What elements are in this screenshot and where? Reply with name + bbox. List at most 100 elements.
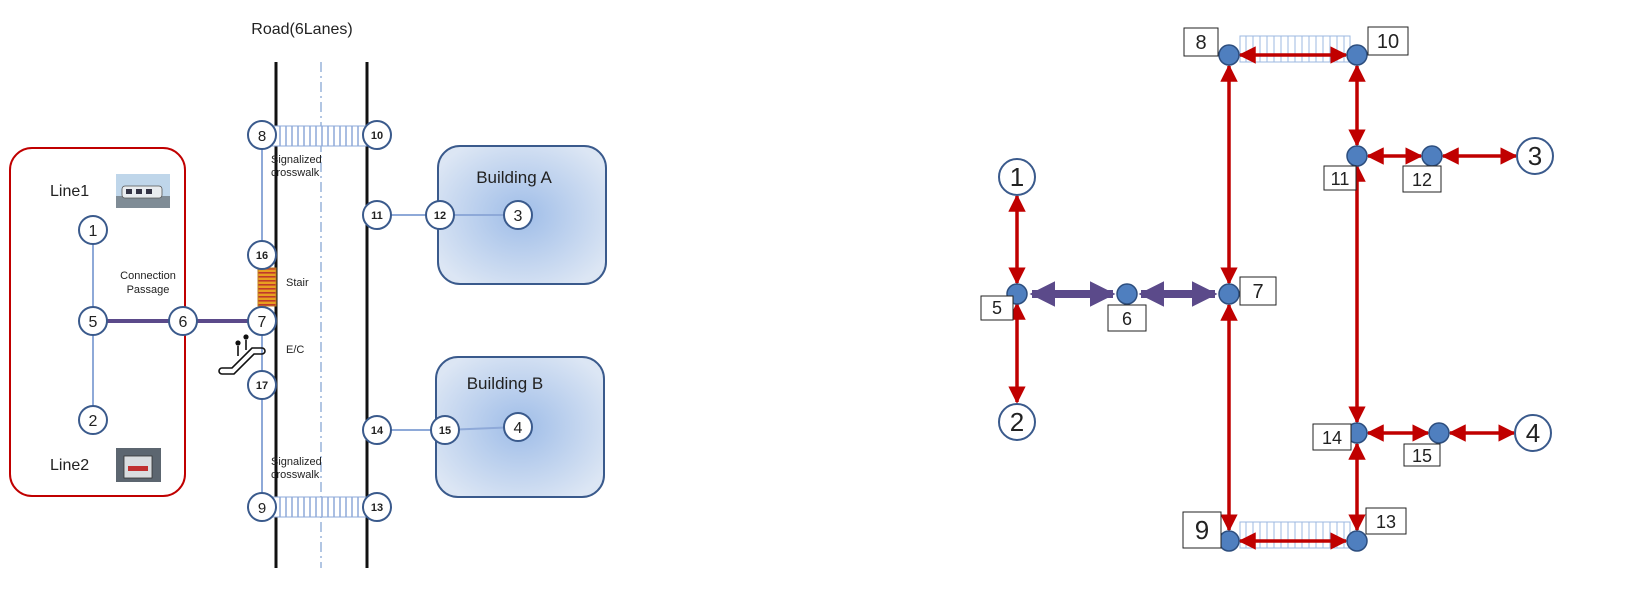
stair-label: Stair: [286, 277, 309, 289]
terminal-node-4-label: 4: [1526, 418, 1540, 448]
box-5-label: 5: [992, 298, 1002, 318]
signal-top-2: crosswalk: [271, 167, 320, 179]
node-2-label: 2: [89, 413, 98, 430]
node-11-label: 11: [371, 210, 383, 222]
node-16: [247, 240, 277, 270]
dot-node-10: [1346, 44, 1368, 66]
signal-bottom-2: crosswalk: [271, 469, 320, 481]
box-8: [1183, 27, 1219, 57]
right-diagram: 1 2 3 4 5 6 7 8 10 11 12 14: [980, 26, 1554, 552]
line2-train-image: [116, 448, 161, 482]
node-2: [78, 405, 108, 435]
left-node-labels: 1 2 5 6 7 8 10 16 17 9 13 11 12 3 14 15 …: [89, 128, 523, 517]
box-13-label: 13: [1376, 512, 1396, 532]
node-17-label: 17: [256, 380, 268, 392]
dot-node-6: [1116, 283, 1138, 305]
node-3-label: 3: [514, 208, 523, 225]
line2-label: Line2: [50, 457, 89, 474]
node-13-label: 13: [371, 502, 383, 514]
connection-label-2: Passage: [127, 284, 170, 296]
box-10-label: 10: [1377, 31, 1399, 53]
signal-bottom-1: Signalized: [271, 456, 322, 468]
right-terminal-labels: 1 2 3 4: [1010, 141, 1542, 448]
terminal-node-3: [1516, 137, 1554, 175]
node-9-label: 9: [258, 500, 266, 517]
node-7: [247, 306, 277, 336]
terminal-node-1: [998, 158, 1036, 196]
box-12: [1402, 165, 1442, 193]
box-6-label: 6: [1122, 309, 1132, 329]
node-8-label: 8: [258, 128, 266, 145]
node-14: [362, 415, 392, 445]
right-box-labels: [980, 26, 1442, 549]
dot-node-8: [1218, 44, 1240, 66]
node-6-label: 6: [179, 314, 188, 331]
node-17: [247, 370, 277, 400]
box-9: [1182, 511, 1222, 549]
dot-node-9: [1218, 530, 1240, 552]
node-5: [78, 306, 108, 336]
node-4-label: 4: [514, 420, 523, 437]
node-9: [247, 492, 277, 522]
node-11: [362, 200, 392, 230]
node-15-label: 15: [439, 425, 451, 437]
escalator-icon: [218, 334, 266, 375]
top-crosswalk: [261, 125, 378, 147]
building-b-label: Building B: [467, 374, 544, 393]
node-15: [430, 415, 460, 445]
box-14: [1312, 423, 1352, 451]
right-dot-nodes: [1006, 44, 1450, 552]
terminal-node-2-label: 2: [1010, 407, 1024, 437]
right-bottom-crosswalk: [1239, 521, 1351, 549]
box-5: [980, 295, 1014, 321]
node-13: [362, 492, 392, 522]
signal-top-1: Signalized: [271, 154, 322, 166]
right-red-arrows: [1008, 46, 1518, 550]
box-14-label: 14: [1322, 428, 1342, 448]
box-15-label: 15: [1412, 446, 1432, 466]
terminal-node-1-label: 1: [1010, 162, 1024, 192]
node-16-label: 16: [256, 250, 268, 262]
left-nodes: [78, 120, 533, 522]
box-15: [1403, 443, 1441, 467]
box-13: [1365, 507, 1407, 535]
line1-train-image: [116, 174, 170, 208]
dot-node-13: [1346, 530, 1368, 552]
dot-node-12: [1421, 145, 1443, 167]
box-6: [1107, 304, 1147, 332]
dot-node-15: [1428, 422, 1450, 444]
right-terminal-nodes: [998, 137, 1554, 452]
node-12: [425, 200, 455, 230]
node-6: [168, 306, 198, 336]
right-box-label-text: 5 6 7 8 10 11 12 14 15 9 13: [992, 31, 1432, 545]
node-4: [503, 412, 533, 442]
node-5-label: 5: [89, 314, 98, 331]
box-7: [1239, 276, 1277, 306]
left-diagram: Road(6Lanes) Line1 Line2 Connection Pass…: [9, 21, 607, 568]
terminal-node-4: [1514, 414, 1552, 452]
node-7-label: 7: [258, 314, 267, 331]
box-7-label: 7: [1252, 281, 1263, 303]
dot-node-11: [1346, 145, 1368, 167]
right-top-crosswalk: [1239, 35, 1351, 63]
node-8: [247, 120, 277, 150]
node-1: [78, 215, 108, 245]
terminal-node-2: [998, 403, 1036, 441]
node-10-label: 10: [371, 130, 383, 142]
ec-label: E/C: [286, 344, 304, 356]
node-1-label: 1: [89, 223, 98, 240]
dot-node-7: [1218, 283, 1240, 305]
line1-label: Line1: [50, 183, 89, 200]
terminal-node-3-label: 3: [1528, 141, 1542, 171]
bottom-crosswalk: [261, 496, 378, 518]
box-12-label: 12: [1412, 170, 1432, 190]
building-a-label: Building A: [476, 168, 552, 187]
stair-symbol: [257, 267, 277, 307]
node-10: [362, 120, 392, 150]
box-11-label: 11: [1331, 169, 1350, 189]
box-11: [1323, 165, 1357, 191]
box-8-label: 8: [1195, 32, 1206, 54]
node-12-label: 12: [434, 210, 446, 222]
